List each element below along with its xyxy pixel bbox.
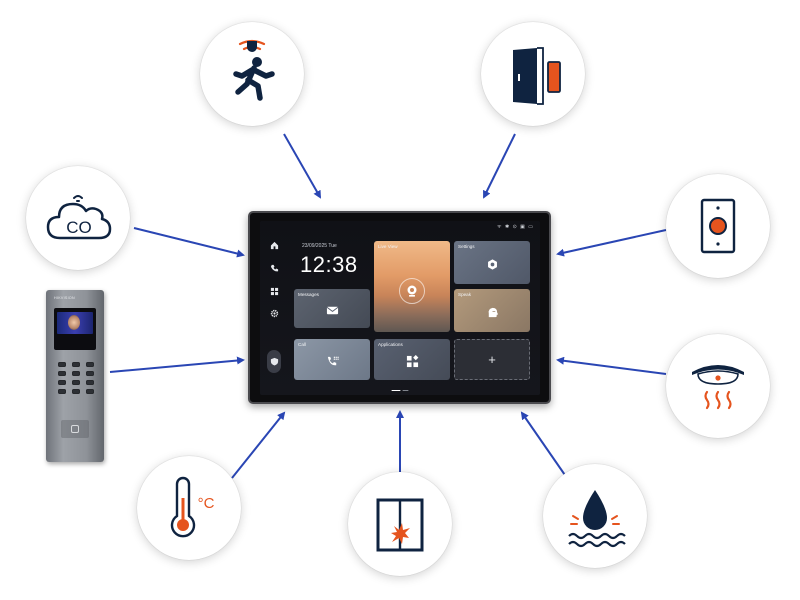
monitor-screen: ᯤ ✱ ⊙ ▣ ▭ 23/09/2025 Tue 12:38 Messages [260, 221, 540, 395]
tile-live-view[interactable]: Live View [374, 241, 450, 332]
add-plus-icon: + [488, 351, 496, 367]
tile-call-label: Call [298, 342, 306, 347]
tile-settings[interactable]: Settings [454, 241, 530, 284]
temperature-sensor-badge: °C [137, 456, 241, 560]
arrow-heat [556, 356, 667, 375]
apps-icon[interactable] [269, 286, 279, 296]
keypad-key [58, 380, 66, 385]
smoke-heat-detector-badge [666, 334, 770, 438]
card-icon [71, 425, 79, 433]
keypad-key [86, 362, 94, 367]
tile-add[interactable]: + [454, 339, 530, 380]
phone-icon[interactable] [269, 264, 279, 274]
tile-messages[interactable]: Messages [294, 289, 370, 328]
status-bar-icons: ᯤ ✱ ⊙ ▣ ▭ [497, 224, 534, 230]
tile-settings-label: Settings [458, 244, 475, 249]
water-leak-sensor-badge [543, 464, 647, 568]
co-detector-badge: CO [26, 166, 130, 270]
tile-applications[interactable]: Applications [374, 339, 450, 380]
gear-icon[interactable] [269, 309, 279, 319]
co-label: CO [66, 218, 92, 237]
home-icon[interactable] [269, 241, 279, 251]
door-station-face-image [68, 315, 80, 330]
keypad-key [72, 389, 80, 394]
page-dot [402, 389, 409, 391]
speak-head-icon [485, 306, 499, 320]
keypad-key [86, 371, 94, 376]
glass-break-sensor-badge [348, 472, 452, 576]
thermometer-icon: °C [170, 476, 215, 538]
tile-live-view-label: Live View [378, 244, 398, 249]
applications-grid-icon [405, 355, 419, 369]
door-station-keypad [58, 362, 94, 394]
tile-applications-label: Applications [378, 342, 403, 347]
emergency-button-badge [666, 174, 770, 278]
arrow-co [133, 227, 245, 258]
co-cloud-icon: CO [46, 195, 112, 240]
monitor-clock: 12:38 [300, 252, 358, 277]
indoor-monitor: ᯤ ✱ ⊙ ▣ ▭ 23/09/2025 Tue 12:38 Messages [248, 211, 551, 404]
panic-button-icon [700, 198, 736, 254]
arrow-door [483, 133, 516, 199]
live-view-ring [399, 278, 425, 305]
arrow-motion [283, 133, 321, 199]
monitor-date: 23/09/2025 Tue [302, 243, 337, 249]
shield-icon[interactable] [267, 349, 281, 373]
tile-call[interactable]: Call [294, 339, 370, 380]
door-station: HIKVISION [46, 290, 104, 462]
tile-messages-label: Messages [298, 292, 319, 297]
keypad-key [58, 371, 66, 376]
arrow-water [520, 411, 568, 479]
keypad-key [72, 371, 80, 376]
keypad-key [58, 362, 66, 367]
water-leak-icon [568, 490, 626, 548]
keypad-key [86, 380, 94, 385]
tile-speak-label: Speak [458, 292, 472, 297]
door-contact-badge [481, 22, 585, 126]
tile-speak[interactable]: Speak [454, 289, 530, 332]
monitor-side-nav [266, 241, 282, 386]
door-station-screen [54, 308, 96, 350]
card-reader [61, 420, 89, 438]
heat-detector-icon [692, 365, 744, 410]
keypad-key [58, 389, 66, 394]
arrow-temperature [231, 411, 286, 479]
door-sensor-icon [513, 47, 561, 105]
camera-icon [407, 285, 417, 297]
person-running-icon [233, 39, 275, 101]
settings-gear-icon [485, 258, 499, 272]
dialpad-phone-icon [325, 355, 339, 369]
arrow-button [556, 229, 667, 257]
motion-sensor-badge [200, 22, 304, 126]
keypad-key [72, 380, 80, 385]
page-indicator [391, 389, 409, 391]
keypad-key [86, 389, 94, 394]
envelope-icon [325, 303, 339, 317]
glass-break-icon [376, 498, 424, 552]
page-dot-active [391, 389, 401, 391]
temperature-unit-label: °C [198, 495, 215, 512]
door-station-brand: HIKVISION [54, 296, 75, 300]
arrow-door-station [109, 356, 245, 373]
keypad-key [72, 362, 80, 367]
